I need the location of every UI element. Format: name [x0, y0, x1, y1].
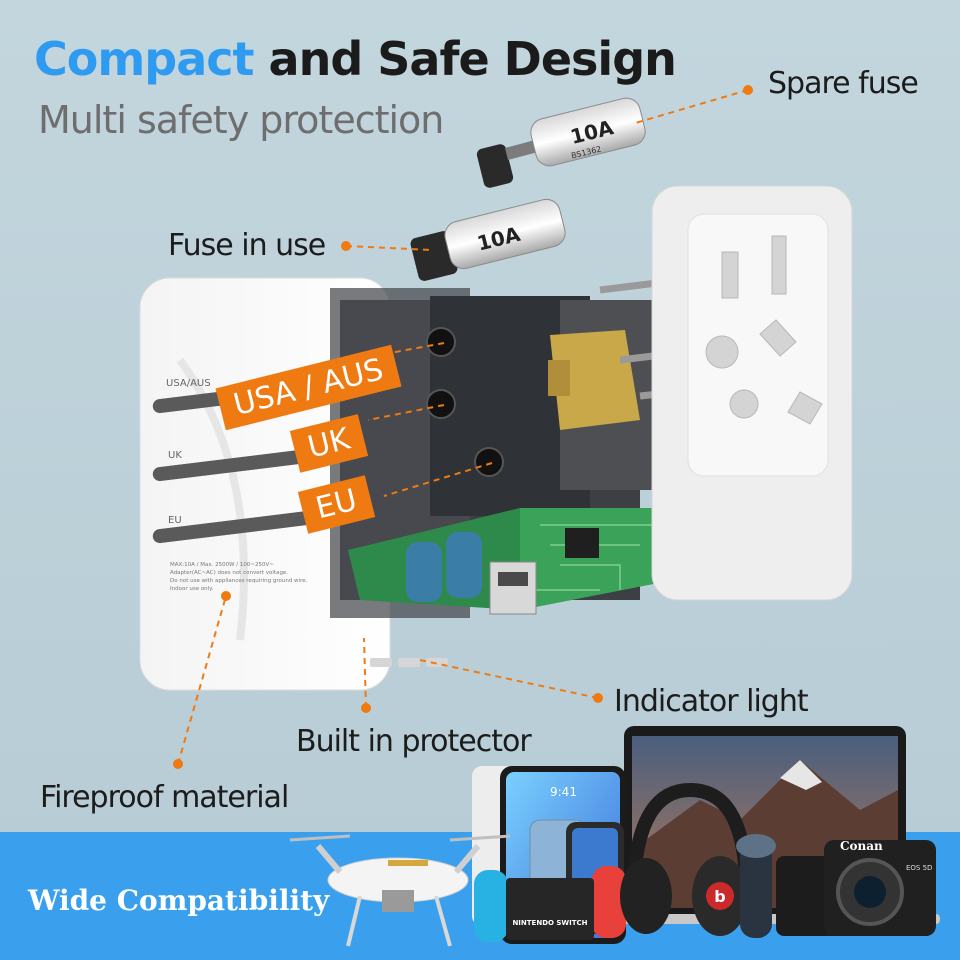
callout-dots	[173, 85, 753, 769]
callout-spare-fuse: Spare fuse	[768, 66, 919, 101]
callout-leaders	[177, 89, 749, 765]
socket-holes	[705, 235, 823, 425]
callout-fuse-in-use: Fuse in use	[168, 228, 326, 263]
body-label-uk: UK	[168, 450, 182, 461]
tablet-time: 9:41	[550, 785, 577, 799]
usb-port	[489, 561, 537, 615]
game-console: NINTENDO SWITCH	[474, 866, 626, 942]
headline-accent: Compact	[34, 32, 255, 86]
fine-print-line: MAX:10A / Max. 2500W / 100~250V~	[170, 562, 274, 568]
fine-print-line: Adapter(AC~AC) does not convert voltage.	[170, 570, 288, 576]
drone	[289, 834, 511, 947]
capacitors	[406, 532, 482, 602]
selector-knobs	[426, 327, 504, 477]
camera: Conan EOS 5D	[776, 839, 936, 936]
console-brand: NINTENDO SWITCH	[512, 919, 587, 927]
ic-chip	[565, 528, 599, 558]
headphone-logo: b	[714, 887, 725, 906]
fuse-in-use: 10A	[410, 198, 566, 281]
banner-wide-compatibility: Wide Compatibility	[28, 884, 330, 917]
universal-socket-plate	[651, 185, 853, 601]
fine-print-line: Indoor use only.	[170, 586, 214, 592]
fine-print-line: Do not use with appliances requiring gro…	[170, 578, 308, 584]
body-label-usa-aus: USA/AUS	[166, 378, 211, 389]
circuit-board	[348, 508, 684, 615]
camera-brand: Conan	[840, 839, 883, 853]
headline: Compact and Safe Design	[34, 36, 677, 82]
body-fine-print: MAX:10A / Max. 2500W / 100~250V~ Adapter…	[170, 562, 308, 592]
headline-rest: and Safe Design	[268, 32, 677, 86]
body-label-eu: EU	[168, 515, 182, 526]
subheadline: Multi safety protection	[38, 98, 444, 142]
spare-fuse: 10A BS1362	[476, 97, 646, 188]
camera-badge: EOS 5D	[906, 864, 932, 872]
callout-built-in-protector: Built in protector	[296, 724, 532, 759]
electric-shaver	[736, 834, 776, 938]
callout-indicator-light: Indicator light	[614, 684, 809, 719]
headphones: b	[620, 782, 753, 936]
callout-fireproof-material: Fireproof material	[40, 780, 289, 815]
